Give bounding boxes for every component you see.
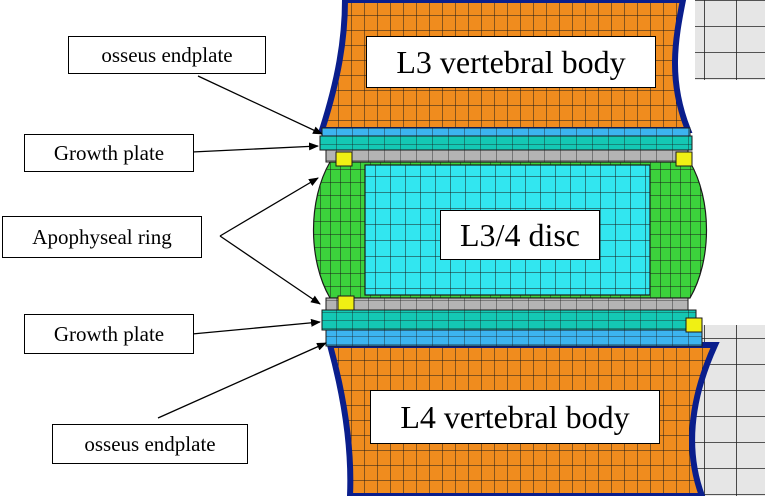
arrow-growth-plate-top [191, 142, 319, 153]
arrow-growth-plate-bottom [191, 318, 321, 335]
upper-osseous-endplate [321, 127, 691, 137]
label-osseus-endplate-bottom: osseus endplate [52, 424, 248, 464]
label-l3-vertebral-body: L3 vertebral body [366, 36, 656, 88]
label-apophyseal-ring: Apophyseal ring [2, 216, 202, 258]
ring-corner-upper-left [335, 151, 353, 167]
arrow-osseus-endplate-top [197, 75, 323, 135]
upper-growth-plate [319, 135, 693, 151]
label-l4-vertebral-body: L4 vertebral body [370, 390, 660, 444]
arrow-apophyseal-ring-lower [219, 235, 321, 305]
lower-osseous-endplate [325, 329, 703, 347]
lower-apophysis [325, 297, 689, 311]
label-growth-plate-top: Growth plate [24, 134, 194, 172]
ring-corner-lower-left [337, 295, 355, 311]
ring-corner-upper-right [675, 151, 693, 167]
label-growth-plate-bottom: Growth plate [24, 314, 194, 354]
ring-corner-lower-right [685, 317, 703, 333]
label-osseus-endplate-top: osseus endplate [68, 36, 266, 74]
lower-growth-plate [321, 309, 697, 331]
posterior-element-upper [695, 0, 765, 80]
arrow-apophyseal-ring-upper [219, 177, 319, 237]
label-l3-4-disc: L3/4 disc [440, 210, 600, 260]
arrow-osseus-endplate-bottom [157, 342, 327, 419]
upper-apophysis [325, 149, 689, 163]
